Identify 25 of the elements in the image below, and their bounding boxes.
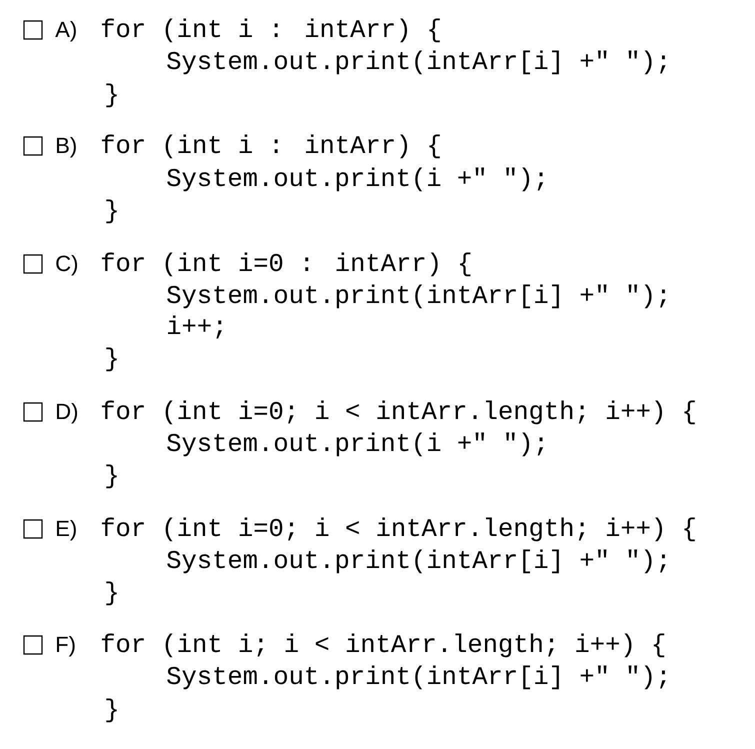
code-line: System.out.print(intArr[i] +" "); [167,50,666,74]
code-line: for (int i=0; i < intArr.length; i++) { [102,400,695,424]
code-line: for (int i : intArr) { [102,134,440,158]
code-line: } [106,84,117,108]
code-line: i++; [168,316,222,338]
code-line: System.out.print(intArr[i] +" "); [167,666,666,690]
code-line: for (int i; i < intArr.length; i++) { [102,634,664,658]
code-line: } [106,582,117,606]
option-letter: C) [56,255,78,276]
code-line: } [106,698,117,722]
code-line: System.out.print(intArr[i] +" "); [167,550,666,574]
option-letter: A) [55,21,76,42]
code-line: for (int i=0; i < intArr.length; i++) { [102,518,695,542]
code-line: System.out.print(i +" "); [167,168,544,192]
option-letter: E) [57,520,76,541]
code-line: for (int i=0 : intArr) { [102,252,470,276]
option-letter: D) [57,403,78,424]
code-line: } [106,348,117,372]
option-letter: B) [57,137,76,158]
option-letter: F) [57,636,75,657]
code-line: for (int i : intArr) { [102,18,440,42]
code-line: System.out.print(intArr[i] +" "); [167,284,666,308]
code-line: } [106,200,117,224]
code-line: System.out.print(i +" "); [167,432,544,456]
code-line: } [106,464,117,488]
